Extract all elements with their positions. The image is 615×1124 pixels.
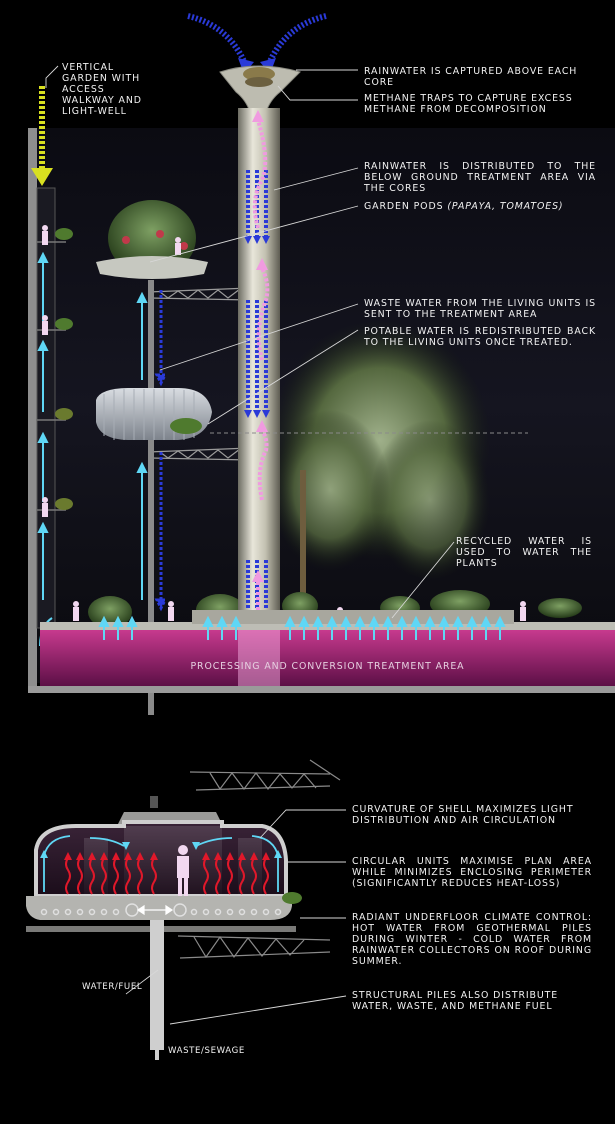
planters [55, 228, 73, 510]
label-rainwater-captured: Rainwater is captured above each core [364, 66, 578, 88]
methane-arrowheads [252, 110, 268, 582]
underfloor-pipes [40, 903, 282, 917]
living-unit-pod [96, 388, 212, 440]
tree [270, 320, 490, 620]
label-recycled-water: Recycled water is used to water the plan… [456, 536, 592, 569]
treatment-core-glow [238, 630, 280, 686]
rain-arrows [187, 13, 327, 68]
label-garden-pods-prefix: Garden pods [364, 201, 448, 212]
trusses [147, 287, 251, 461]
label-garden-pods: Garden pods (papaya, tomatoes) [364, 201, 596, 212]
label-circular-units: Circular units maximise plan area while … [352, 856, 592, 889]
label-rainwater-distributed: Rainwater is distributed to the below gr… [364, 161, 596, 194]
heat-arrowheads [64, 852, 270, 860]
label-waste-sewage: Waste/Sewage [168, 1046, 245, 1056]
label-vertical-garden: Vertical garden with access walkway and … [62, 62, 142, 117]
treatment-area [40, 630, 615, 686]
pod-water-line [154, 290, 168, 612]
unit-pile [150, 920, 164, 1060]
unit-planter [282, 892, 302, 904]
label-radiant: Radiant underfloor climate control: hot … [352, 912, 592, 967]
label-methane-traps: Methane traps to capture excess methane … [364, 93, 573, 115]
pod-air-line [136, 291, 148, 600]
label-processing-area: Processing and conversion treatment area [190, 661, 465, 672]
rain-arrowhead-left [238, 58, 254, 74]
label-potable-water: Potable water is redistributed back to t… [364, 326, 596, 348]
heat-arrows [65, 857, 269, 895]
label-waste-water: Waste water from the living units is sen… [364, 298, 596, 320]
planter-wall [192, 610, 514, 624]
recycle-arrows [98, 615, 506, 640]
leader-lines-bottom [125, 809, 347, 1025]
support-pile [148, 280, 154, 715]
label-structural-piles: Structural piles also distribute water, … [352, 990, 559, 1012]
label-garden-pods-detail: (papaya, tomatoes) [447, 201, 564, 212]
leader-lines-top [45, 65, 455, 619]
light-well-arrow [31, 86, 53, 186]
label-curvature: Curvature of shell maximizes light distr… [352, 804, 574, 826]
unit-person [177, 845, 189, 896]
label-water-fuel: Water/Fuel [82, 982, 143, 992]
garden-pod [96, 200, 208, 279]
air-circulation-arrowheads [40, 842, 282, 858]
core-collector [219, 65, 301, 113]
pipe-flow-arrows [136, 904, 174, 916]
building-base [28, 686, 615, 693]
